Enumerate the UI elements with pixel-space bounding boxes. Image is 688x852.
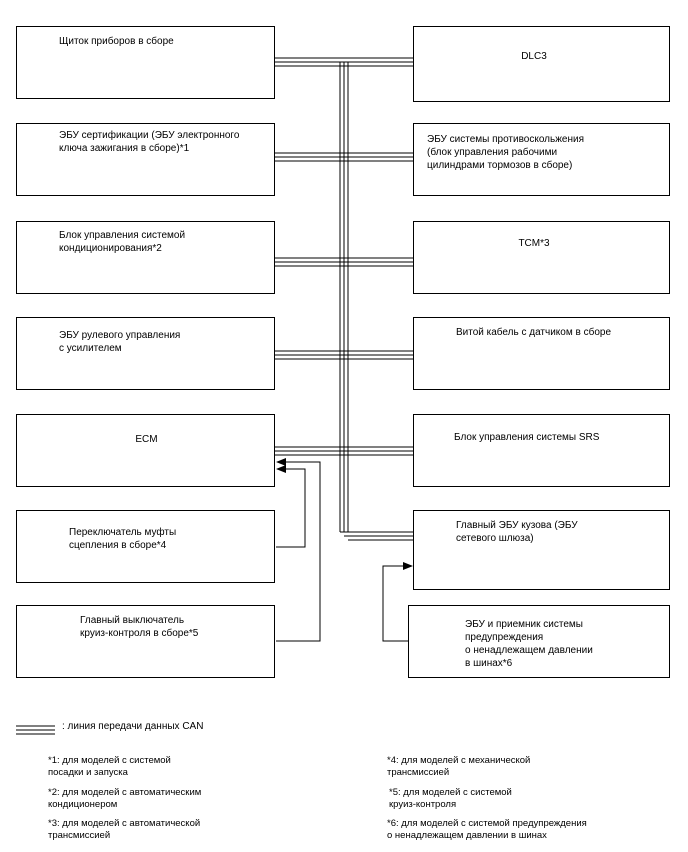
tpms-signal-line <box>382 565 408 642</box>
can-branch-row2 <box>274 152 414 162</box>
can-branch-row5 <box>274 446 414 456</box>
box-label: Витой кабель с датчиком в сборе <box>456 327 612 338</box>
can-branch-row4 <box>274 350 414 360</box>
footnote-2: *2: для моделей с автоматическим кондици… <box>48 787 202 810</box>
box-ecm: ECM <box>16 414 275 487</box>
box-srs-control-unit: Блок управления системы SRS <box>413 414 670 487</box>
arrow-to-gateway <box>403 562 413 570</box>
box-skid-control-ecu: ЭБУ системы противоскольжения (блок упра… <box>413 123 670 196</box>
footnote-6: *6: для моделей с системой предупреждени… <box>387 818 587 841</box>
legend-can-symbol <box>16 725 55 735</box>
arrow-to-ecm-1 <box>276 458 286 466</box>
box-tpms-ecu-receiver: ЭБУ и приемник системы предупреждения о … <box>408 605 670 678</box>
footnote-1: *1: для моделей с системой посадки и зап… <box>48 755 171 778</box>
box-label: ECM <box>135 434 158 445</box>
footnote-3: *3: для моделей с автоматической трансми… <box>48 818 201 841</box>
box-label: Переключатель муфты сцепления в сборе*4 <box>69 527 177 551</box>
box-label: Блок управления системой кондиционирован… <box>59 230 186 254</box>
box-certification-ecu: ЭБУ сертификации (ЭБУ электронного ключа… <box>16 123 275 196</box>
box-label: ЭБУ сертификации (ЭБУ электронного ключа… <box>59 130 240 154</box>
box-label: DLC3 <box>521 51 547 62</box>
clutch-signal-line <box>276 468 306 548</box>
can-branch-row6 <box>340 531 414 541</box>
can-branch-row3 <box>274 257 414 267</box>
box-label: Главный ЭБУ кузова (ЭБУ сетевого шлюза) <box>456 520 578 544</box>
can-trunk <box>339 62 349 532</box>
box-dlc3: DLC3 <box>413 26 670 102</box>
box-instrument-cluster: Щиток приборов в сборе <box>16 26 275 99</box>
can-branch-row1 <box>274 57 414 67</box>
arrow-to-ecm-2 <box>276 465 286 473</box>
box-label: Блок управления системы SRS <box>454 432 600 443</box>
box-clutch-switch: Переключатель муфты сцепления в сборе*4 <box>16 510 275 583</box>
cruise-signal-line <box>276 461 321 642</box>
box-label: TCM*3 <box>518 238 550 249</box>
footnote-4: *4: для моделей с механической трансмисс… <box>387 755 531 778</box>
box-tcm: TCM*3 <box>413 221 670 294</box>
box-power-steering-ecu: ЭБУ рулевого управления с усилителем <box>16 317 275 390</box>
footnote-5: *5: для моделей с системой круиз-контрол… <box>389 787 512 810</box>
box-main-body-ecu: Главный ЭБУ кузова (ЭБУ сетевого шлюза) <box>413 510 670 590</box>
box-label: Главный выключатель круиз-контроля в сбо… <box>80 615 199 639</box>
box-label: ЭБУ рулевого управления с усилителем <box>59 330 181 354</box>
legend-can-label: : линия передачи данных CAN <box>62 721 204 732</box>
box-cruise-main-switch: Главный выключатель круиз-контроля в сбо… <box>16 605 275 678</box>
box-label: Щиток приборов в сборе <box>59 36 174 47</box>
box-label: ЭБУ и приемник системы предупреждения о … <box>465 619 593 669</box>
box-ac-control-unit: Блок управления системой кондиционирован… <box>16 221 275 294</box>
box-spiral-cable: Витой кабель с датчиком в сборе <box>413 317 670 390</box>
box-label: ЭБУ системы противоскольжения (блок упра… <box>427 134 585 171</box>
